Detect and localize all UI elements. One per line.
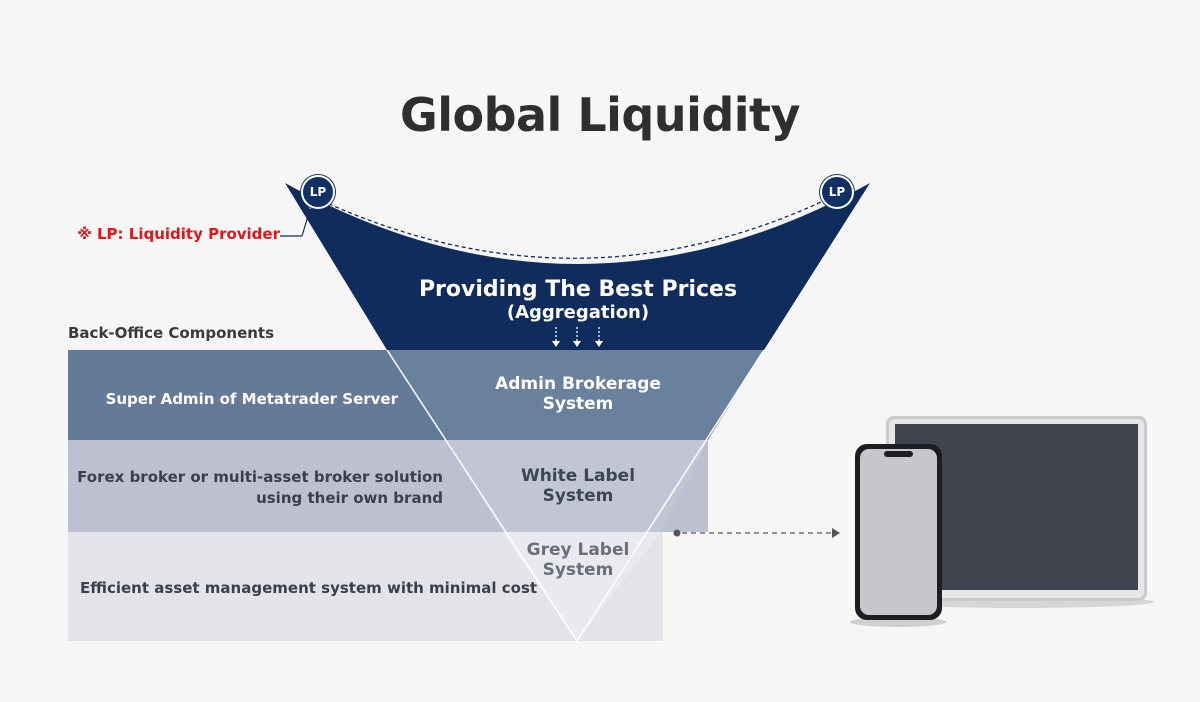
back-office-label: Back-Office Components — [68, 324, 275, 342]
tier-label-white-label: White Label System — [520, 466, 636, 506]
funnel-tier-grey-label — [502, 532, 661, 641]
smartphone-icon — [850, 444, 946, 627]
arrow-right-icon — [673, 528, 840, 538]
lp-dashed-curve — [315, 194, 837, 259]
funnel-right-edge — [576, 349, 765, 642]
funnel-left-edge — [386, 349, 578, 642]
funnel-top-navy — [285, 183, 870, 350]
tier-label-grey-label: Grey Label System — [526, 540, 630, 580]
arrow-down-icon — [552, 327, 603, 347]
lp-badge-right: LP — [820, 175, 854, 209]
tier-label-admin: Admin Brokerage System — [495, 374, 661, 414]
lp-footnote: ※ LP: Liquidity Provider — [77, 225, 280, 243]
lp-badge-left: LP — [301, 175, 335, 209]
funnel-heading: Providing The Best Prices — [418, 277, 738, 302]
funnel-tier-admin — [387, 350, 764, 440]
page-title: Global Liquidity — [399, 88, 801, 142]
row-text-forex-broker: Forex broker or multi-asset broker solut… — [77, 468, 443, 507]
funnel-subheading: (Aggregation) — [506, 302, 650, 323]
funnel-tier-white-label — [447, 440, 708, 532]
row-text-asset-management: Efficient asset management system with m… — [80, 579, 538, 597]
row-text-super-admin: Super Admin of Metatrader Server — [105, 390, 398, 408]
